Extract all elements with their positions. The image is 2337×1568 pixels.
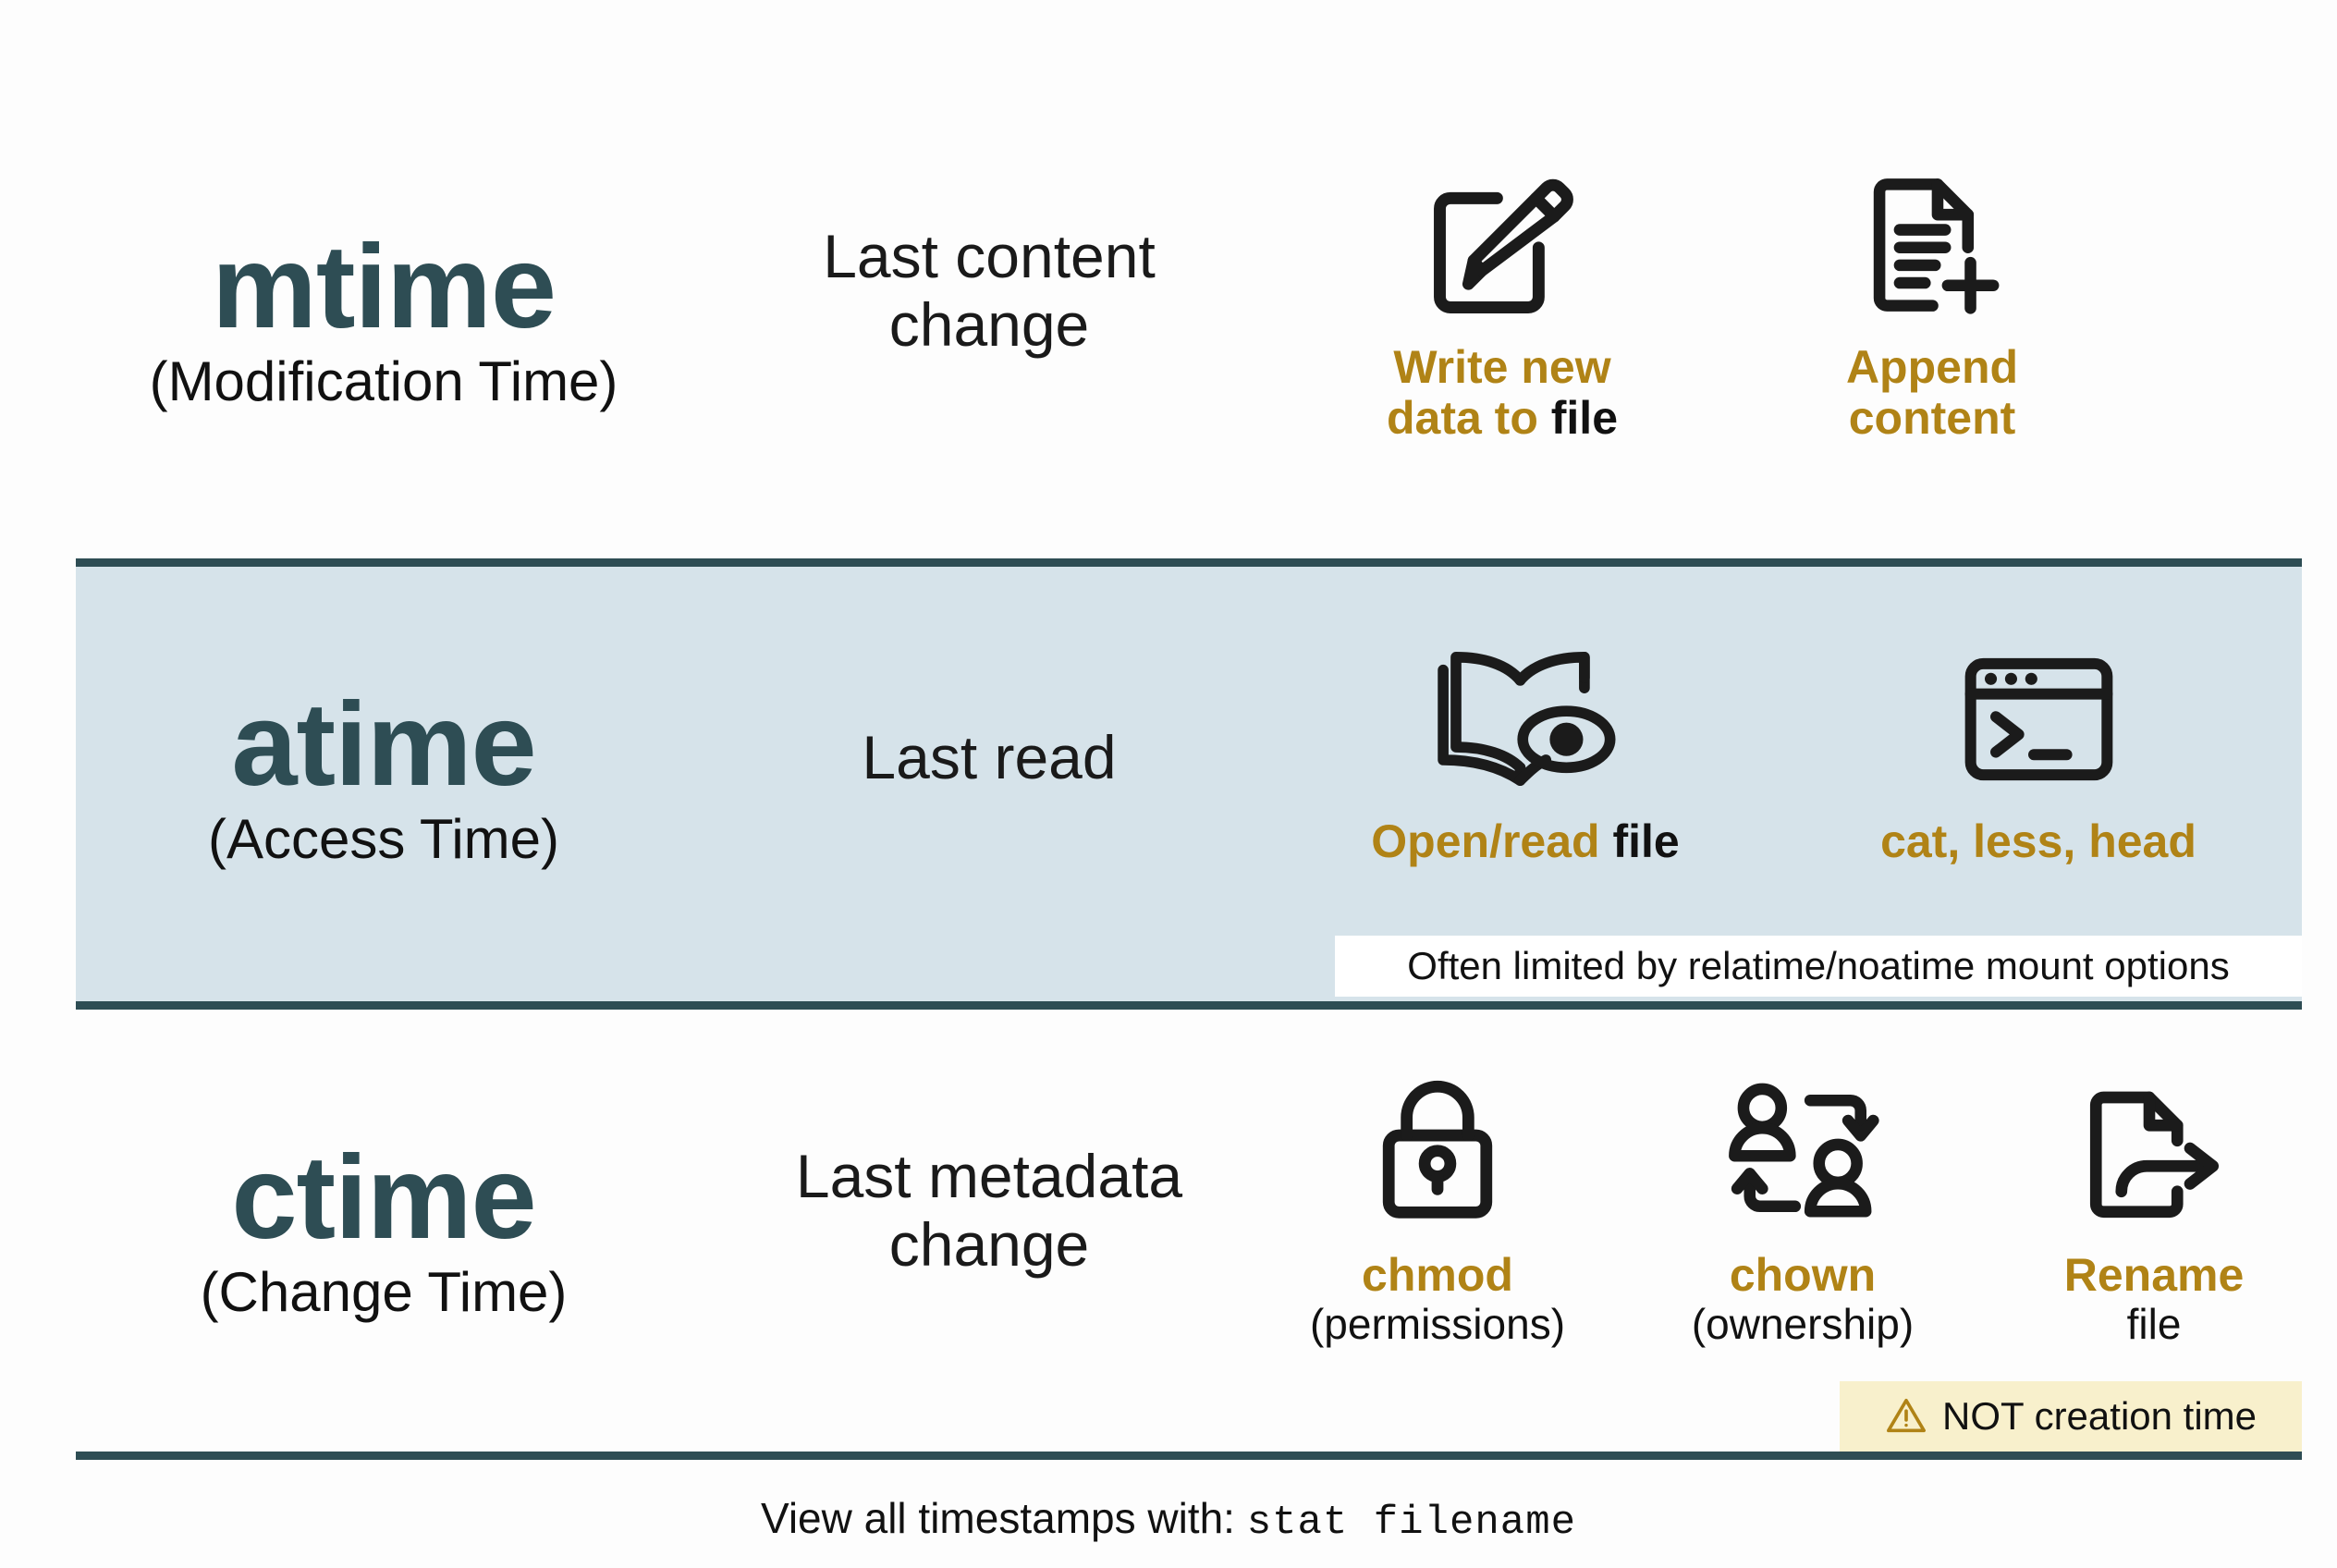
warning-triangle-icon [1885,1395,1927,1438]
caption-line2: chown [1692,1250,1914,1301]
row-ctime: ctime (Change Time) Last metadata change [0,1045,2337,1415]
ctime-subtitle: (Change Time) [200,1260,568,1323]
atime-name-column: atime (Access Time) [0,678,740,870]
action-chmod-caption: chmod (permissions) [1310,1250,1565,1348]
mtime-description: Last content change [740,222,1239,360]
mtime-subtitle: (Modification Time) [149,349,618,412]
caption-black: file [1550,392,1619,444]
divider-below-ctime [76,1452,2302,1460]
caption-line2: data to file [1387,393,1618,444]
action-write-new-data: Write new data to file [1350,157,1655,444]
footer-command: stat filename [1246,1500,1577,1546]
ctime-description-line2: change [888,1210,1090,1279]
user-swap-icon [1719,1065,1886,1241]
action-chown: chown (ownership) [1646,1065,1960,1348]
action-rename-subcaption: file [2126,1300,2182,1349]
divider-below-atime [76,1001,2302,1010]
atime-description: Last read [740,723,1239,792]
caption-line2: content [1846,393,2018,444]
caption-line1: Write new [1393,341,1611,393]
action-write-new-data-caption: Write new data to file [1387,342,1618,444]
mtime-description-line2: change [888,290,1090,359]
footer-text: View all timestamps with: [760,1494,1235,1542]
caption-gold: Rename [2063,1249,2245,1302]
caption-gold: cat, less, head [1880,815,2196,867]
caption-gold: chmod [1362,1249,1513,1302]
atime-highlight-band [76,567,2302,1001]
book-eye-icon [1433,631,1618,807]
caption-gold: chown [1729,1249,1877,1302]
mtime-name-column: mtime (Modification Time) [0,220,740,412]
caption-line2: Open/read file [1371,815,1680,867]
caption-line2: chmod [1310,1250,1565,1301]
atime-subtitle: (Access Time) [207,807,560,870]
atime-description-line1: Last read [862,723,1117,792]
divider-above-atime [76,558,2302,567]
caption-line1: Append [1845,341,2019,393]
document-arrow-icon [2078,1065,2231,1241]
action-rename-caption: Rename file [2064,1250,2245,1348]
mtime-title: mtime [212,220,557,353]
ctime-description-line1: Last metadata [795,1142,1183,1211]
atime-actions: Open/read file [1340,631,2337,867]
action-append-content-caption: Append content [1846,342,2018,444]
footer: View all timestamps with: stat filename [0,1493,2337,1546]
atime-note-text: Often limited by relatime/noatime mount … [1407,944,2230,987]
action-open-read-file-caption: Open/read file [1371,815,1680,867]
ctime-actions: chmod (permissions) [1285,1065,2337,1348]
row-atime: atime (Access Time) Last read [0,592,2337,962]
mtime-description-line1: Last content [823,222,1156,291]
action-append-content: Append content [1793,157,2071,444]
row-mtime: mtime (Modification Time) Last content c… [0,153,2337,485]
caption-line2: Rename [2064,1250,2245,1301]
action-chown-caption: chown (ownership) [1692,1250,1914,1348]
caption-gold: data to [1386,392,1551,444]
action-chown-subcaption: (ownership) [1691,1300,1915,1349]
action-chmod-subcaption: (permissions) [1309,1300,1566,1349]
ctime-name-column: ctime (Change Time) [0,1131,740,1323]
action-chmod: chmod (permissions) [1285,1065,1590,1348]
action-rename: Rename file [2015,1065,2293,1348]
atime-note: Often limited by relatime/noatime mount … [1335,936,2302,997]
document-plus-icon [1852,157,2013,333]
padlock-icon [1368,1065,1507,1241]
ctime-title: ctime [231,1131,536,1264]
caption-line2: cat, less, head [1880,815,2196,867]
caption-gold: Open/read [1371,815,1613,867]
ctime-note-text: NOT creation time [1942,1394,2257,1438]
pencil-square-icon [1419,157,1585,333]
terminal-icon [1958,631,2120,807]
caption-black: file [1612,815,1680,867]
action-cat-less-head-caption: cat, less, head [1880,815,2196,867]
action-open-read-file: Open/read file [1340,631,1710,867]
action-cat-less-head: cat, less, head [1840,631,2237,867]
atime-title: atime [231,678,536,811]
ctime-note: NOT creation time [1840,1381,2302,1452]
mtime-actions: Write new data to file [1350,157,2337,444]
ctime-description: Last metadata change [740,1142,1239,1280]
caption-gold: content [1848,392,2016,444]
